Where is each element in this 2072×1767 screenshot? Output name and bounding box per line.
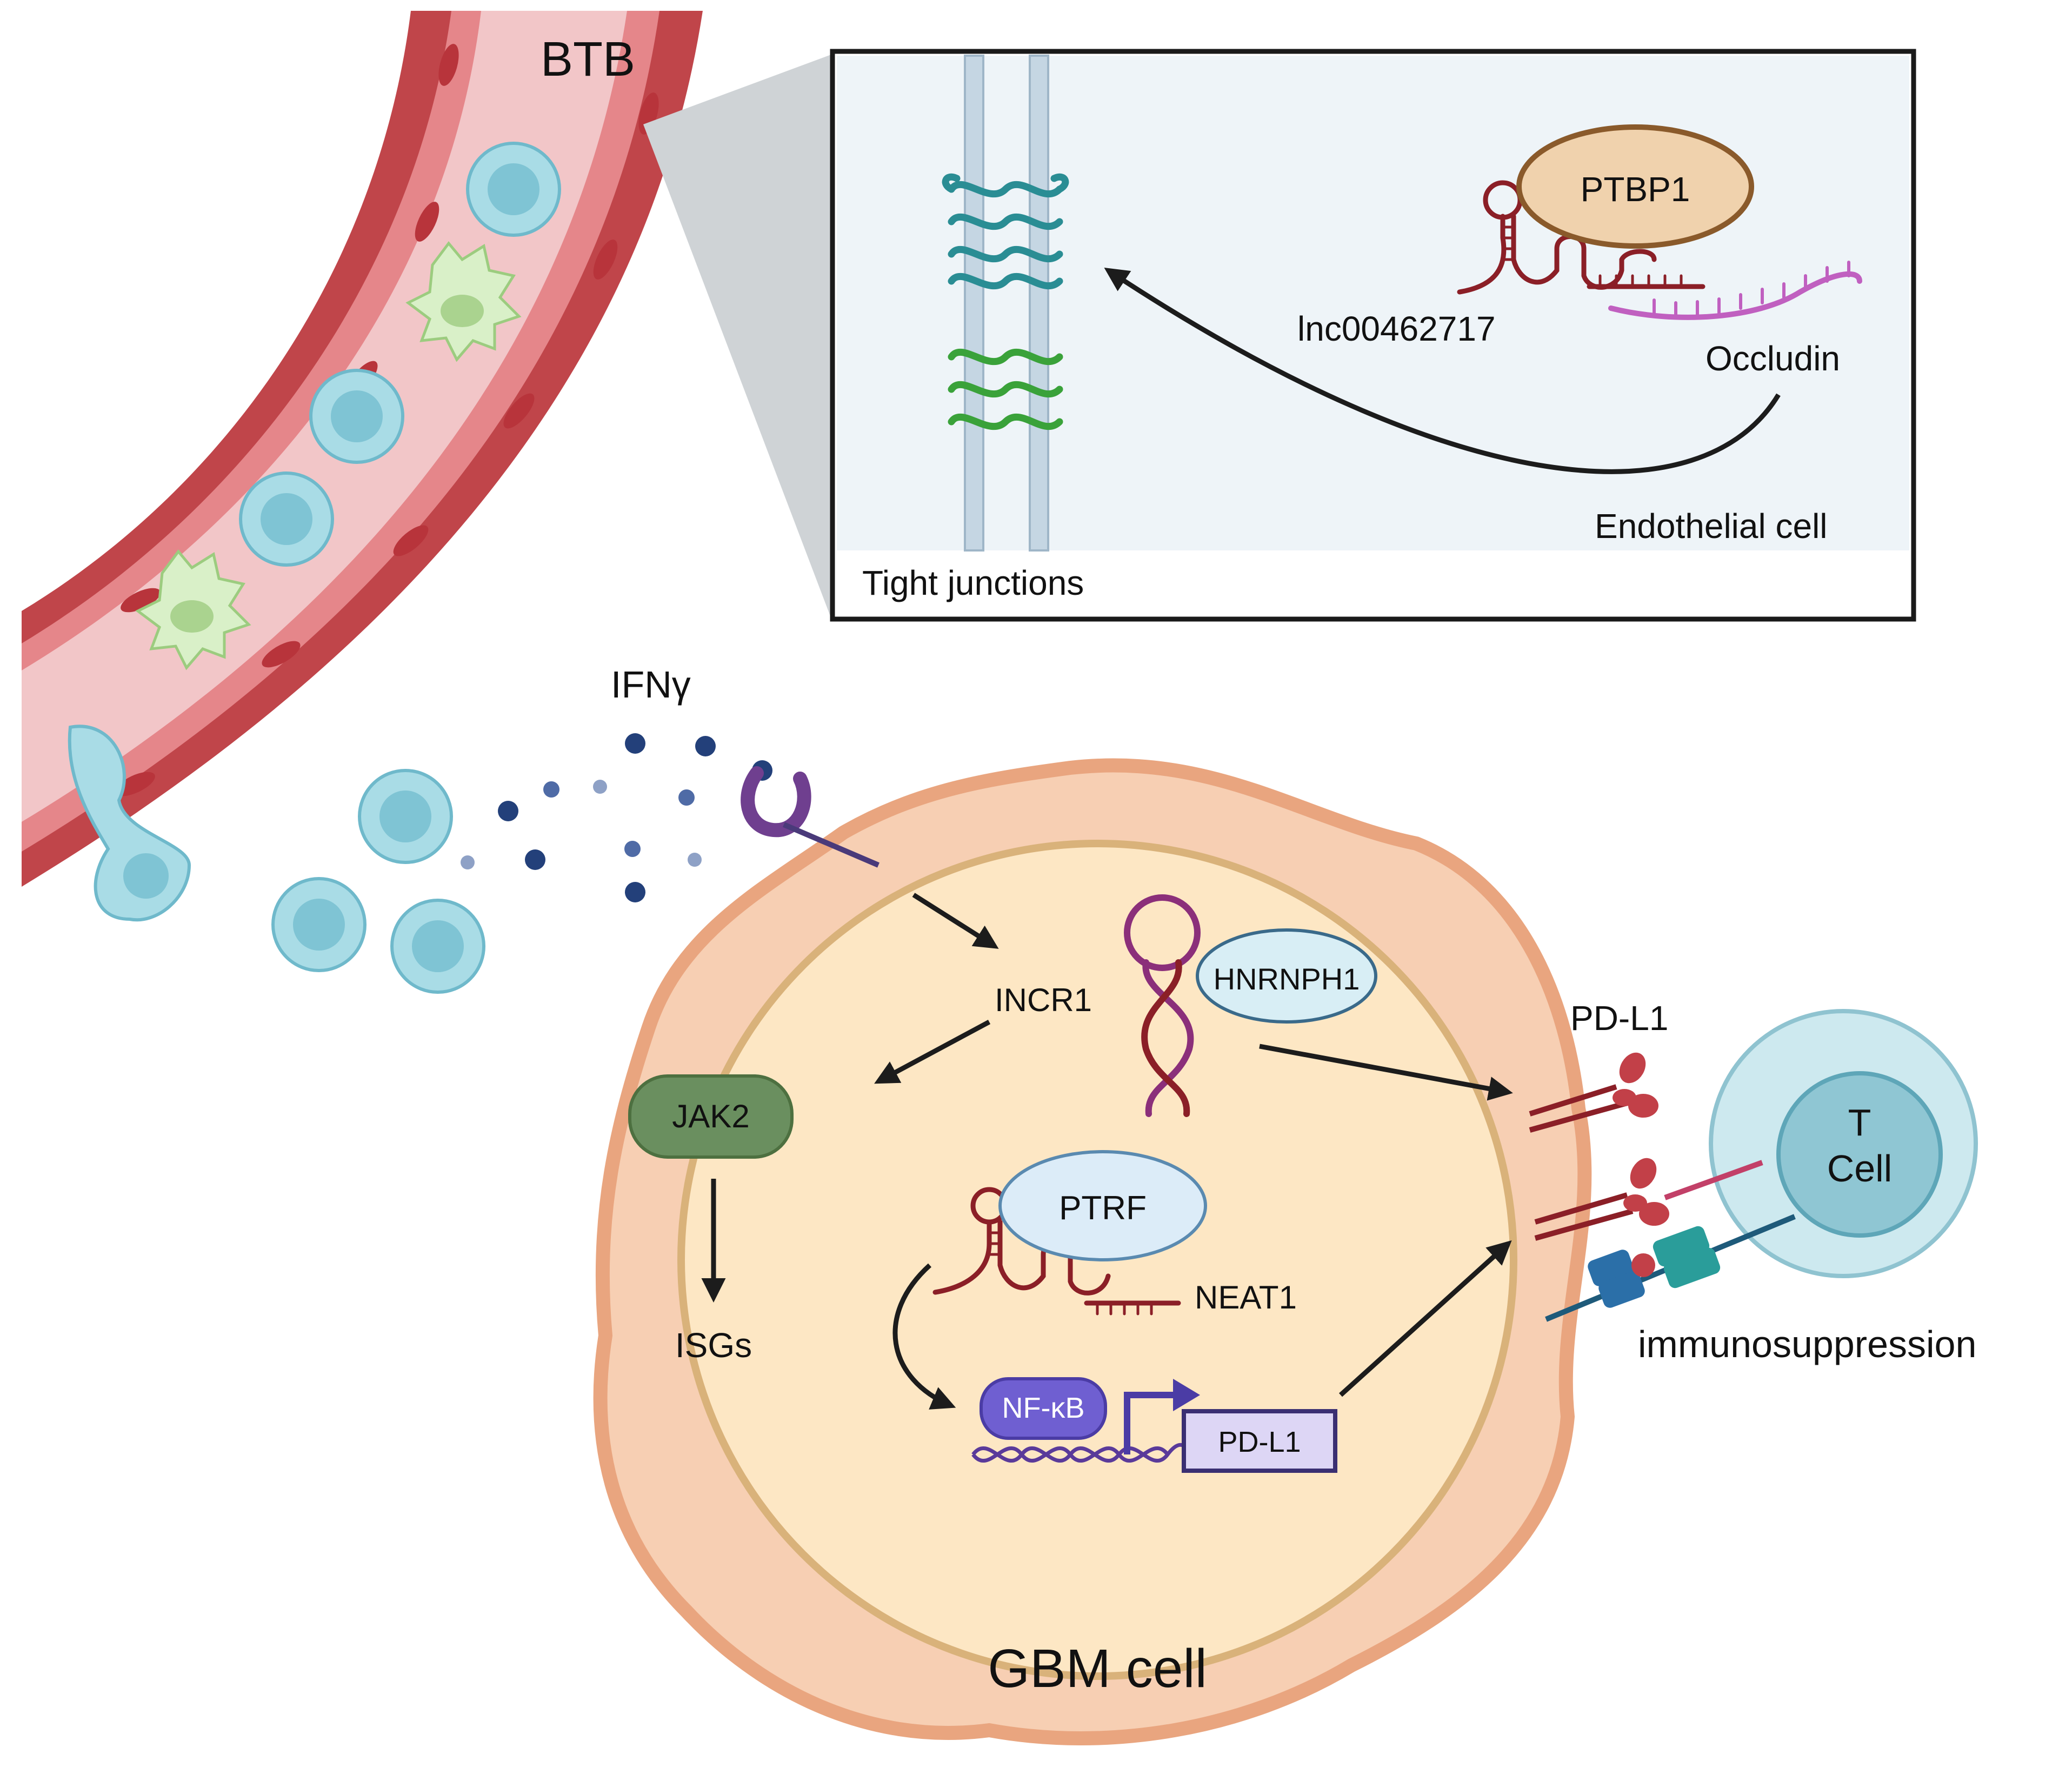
ifn-gamma-cytokines: IFNγ — [271, 663, 772, 994]
lumen-immune-cells — [135, 142, 561, 670]
surface-pdl1-upper — [1529, 1052, 1658, 1133]
immunosuppression-label: immunosuppression — [1638, 1323, 1976, 1365]
immune-synapse: PD-L1 T Cell — [1529, 999, 1978, 1365]
jak2-label: JAK2 — [672, 1098, 749, 1134]
occludin-label: Occludin — [1705, 339, 1840, 378]
hnrnph1-to-pdl1-arrow — [1259, 1044, 1513, 1101]
incr1-to-jak2-arrow — [874, 1020, 991, 1084]
blood-vessel: BTB — [22, 11, 703, 922]
ptbp1-label: PTBP1 — [1581, 170, 1690, 209]
ptrf-protein — [998, 1150, 1207, 1261]
tight-junction-proteins-upper — [942, 173, 1069, 290]
t-cell-nucleus — [1776, 1071, 1943, 1238]
extravasating-cell-nucleus — [123, 853, 169, 899]
surface-pdl1-label: PD-L1 — [1570, 999, 1668, 1038]
neat1-structure — [932, 1187, 1181, 1316]
neat1-label: NEAT1 — [1195, 1279, 1297, 1316]
incr1-label: INCR1 — [995, 982, 1092, 1018]
tight-junctions-label: Tight junctions — [862, 563, 1084, 602]
receptor-to-incr1-arrow — [912, 893, 999, 949]
ptrf-label: PTRF — [1059, 1190, 1147, 1227]
dna-strand — [971, 1443, 1191, 1463]
ifn-gamma-label: IFNγ — [611, 663, 691, 706]
isgs-label: ISGs — [675, 1326, 752, 1365]
t-cell-label-line1: T — [1848, 1101, 1871, 1144]
ifn-receptor — [741, 766, 880, 868]
surface-pdl1-lower — [1534, 1158, 1669, 1241]
inset-panel: PTBP1 lnc00462717 Occludin Endothelial c… — [830, 49, 1916, 622]
jak2-protein — [628, 1074, 794, 1159]
lncrna-label: lnc00462717 — [1297, 309, 1496, 348]
tight-junction-proteins-lower — [948, 348, 1063, 430]
ptbp1-protein — [1516, 124, 1754, 249]
neat1-to-nfkb-arrow — [892, 1263, 956, 1410]
zoom-connector — [643, 54, 832, 622]
pdl1-gene-label: PD-L1 — [1218, 1426, 1301, 1458]
nfkb-protein — [980, 1377, 1107, 1440]
gbm-cell-label: GBM cell — [988, 1638, 1207, 1699]
lncrna-structure — [1457, 180, 1705, 295]
occludin-to-junction-arrow — [1104, 268, 1781, 474]
hnrnph1-protein — [1196, 928, 1377, 1024]
nfkb-label: NF-κB — [1002, 1392, 1085, 1424]
hnrnph1-label: HNRNPH1 — [1214, 962, 1360, 996]
pdl1-gene-to-surface-arrow — [1338, 1240, 1512, 1397]
cell-membranes — [964, 55, 1049, 552]
pd1-receptor — [1664, 1160, 1763, 1200]
gbm-cell: INCR1 HNRNPH1 JAK2 ISGs — [593, 758, 1592, 1745]
endothelial-background — [837, 56, 1909, 550]
occludin-mrna — [1608, 261, 1862, 320]
tcr-mhc-complex — [1545, 1214, 1796, 1322]
endothelial-cell-label: Endothelial cell — [1595, 507, 1828, 546]
hnrnph1-complex — [1124, 894, 1201, 1117]
btb-label: BTB — [541, 32, 635, 87]
t-cell-label-line2: Cell — [1827, 1147, 1893, 1190]
transcription-start-arrow — [1124, 1392, 1178, 1454]
transcription-start-arrowhead — [1173, 1379, 1200, 1411]
pdl1-gene-box — [1182, 1409, 1337, 1473]
